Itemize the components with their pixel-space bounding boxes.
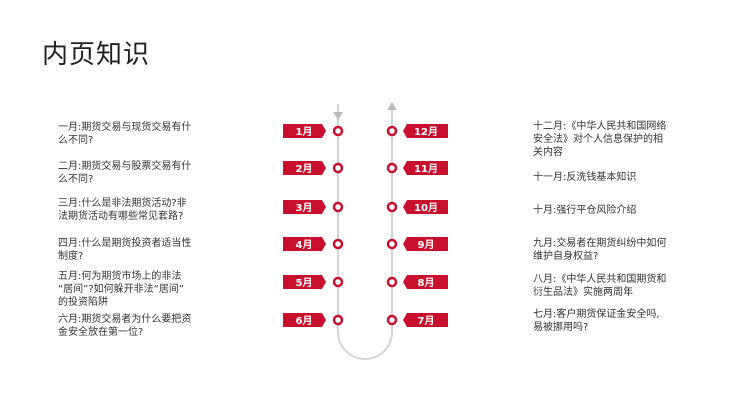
timeline-node: [332, 162, 344, 174]
tag-label: 6月: [296, 315, 313, 327]
timeline-node: [386, 314, 398, 326]
tag-month-4: 4月: [283, 237, 326, 251]
timeline-node: [332, 276, 344, 288]
tag-label: 1月: [296, 126, 313, 138]
tag-label: 7月: [418, 315, 435, 327]
left-item-text-4: 四月:什么是期货投资者适当性 制度?: [58, 238, 192, 262]
tag-label: 11月: [414, 163, 438, 175]
timeline-node: [332, 201, 344, 213]
timeline-node: [386, 276, 398, 288]
left-item-text-1: 一月:期货交易与现货交易有什 么不同?: [58, 122, 192, 146]
timeline-node: [386, 162, 398, 174]
timeline-node: [386, 238, 398, 250]
left-item-text-6: 六月:期货交易者为什么要把资 金安全放在第一位?: [58, 314, 192, 338]
left-item-text-5: 五月:何为期货市场上的非法 “居间”?如何躲开非法“居间” 的投资陷阱: [58, 271, 185, 308]
tag-month-10: 10月: [403, 200, 448, 214]
tag-month-2: 2月: [283, 161, 326, 175]
right-item-text-7: 七月:客户期货保证金安全吗, 易被挪用吗?: [533, 309, 660, 333]
tag-label: 3月: [296, 202, 313, 214]
tag-month-7: 7月: [403, 313, 448, 327]
tag-label: 2月: [296, 163, 313, 175]
tag-label: 10月: [414, 202, 438, 214]
tag-label: 4月: [296, 239, 313, 251]
timeline-node: [386, 201, 398, 213]
tag-month-12: 12月: [403, 124, 448, 138]
left-item-text-2: 二月:期货交易与股票交易有什 么不同?: [58, 161, 192, 185]
tag-label: 12月: [414, 126, 438, 138]
timeline-node: [332, 238, 344, 250]
tag-month-5: 5月: [283, 275, 326, 289]
tag-label: 5月: [296, 277, 313, 289]
tag-month-11: 11月: [403, 161, 448, 175]
tag-month-6: 6月: [283, 313, 326, 327]
left-item-text-3: 三月:什么是非法期货活动?非 法期货活动有哪些常见套路?: [58, 198, 187, 222]
timeline-node: [332, 125, 344, 137]
timeline-track: [337, 104, 393, 360]
arrow-down-icon: [333, 112, 343, 120]
tag-month-1: 1月: [283, 124, 326, 138]
right-item-text-10: 十月:强行平仓风险介绍: [533, 205, 637, 216]
tag-month-3: 3月: [283, 200, 326, 214]
tag-label: 9月: [418, 239, 435, 251]
page-title: 内页知识: [42, 40, 151, 70]
timeline-node: [332, 314, 344, 326]
tag-month-8: 8月: [403, 275, 448, 289]
right-item-text-8: 八月:《中华人民共和国期货和 衍生品法》实施两周年: [533, 274, 667, 298]
tag-label: 8月: [418, 277, 435, 289]
tag-month-9: 9月: [403, 237, 448, 251]
timeline-node: [386, 125, 398, 137]
right-item-text-9: 九月:交易者在期货纠纷中如何 维护自身权益?: [533, 238, 667, 262]
arrow-up-icon: [387, 102, 397, 110]
right-item-text-12: 十二月:《中华人民共和国网络 安全法》对个人信息保护的相 关内容: [533, 121, 667, 158]
right-item-text-11: 十一月:反洗钱基本知识: [533, 172, 637, 183]
